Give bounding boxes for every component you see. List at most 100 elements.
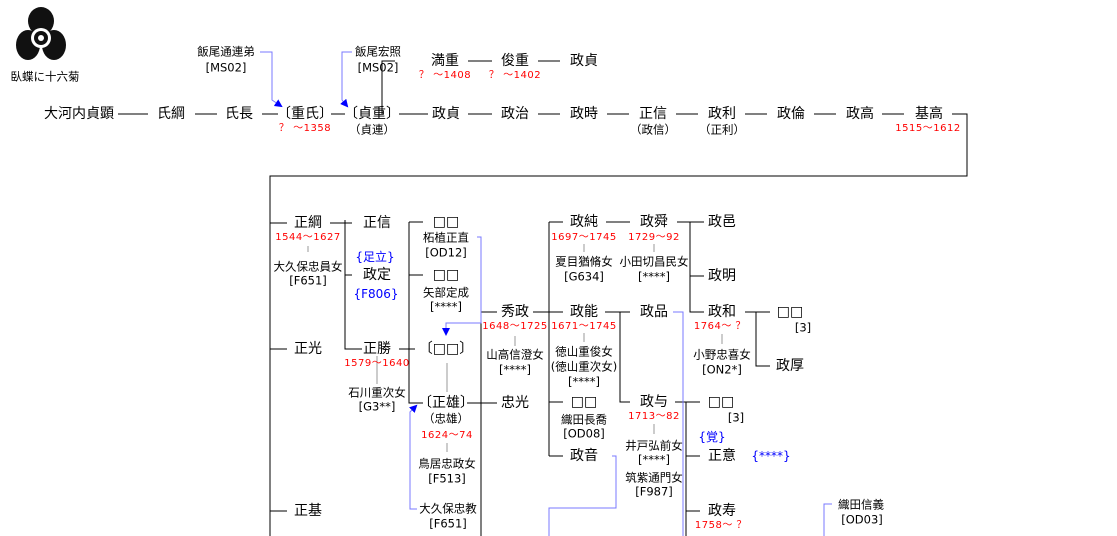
note: [3]: [727, 410, 745, 425]
person-name[interactable]: 正信: [363, 215, 391, 231]
spouse: 徳山重俊女: [555, 344, 613, 359]
person-name[interactable]: 秀政: [501, 304, 529, 320]
spouse: 小田切昌民女: [619, 254, 689, 269]
person-name[interactable]: 〔□□〕: [418, 341, 474, 357]
source-code: [****]: [638, 452, 670, 467]
life-dates: ？ ～1358: [278, 123, 332, 134]
person-name[interactable]: 政明: [708, 268, 736, 284]
person-name[interactable]: 政能: [570, 304, 598, 320]
adoption-note: 大久保忠教: [419, 501, 477, 516]
life-dates: ？ ～1402: [488, 70, 542, 81]
adoption-note: 飯尾通連弟: [197, 44, 255, 59]
source-code: [OD03]: [841, 512, 883, 527]
source-code: [F987]: [635, 484, 673, 499]
life-dates: 1624～74: [421, 430, 473, 441]
person-name[interactable]: 忠光: [501, 395, 529, 411]
life-dates: 1544～1627: [275, 232, 341, 243]
person-name[interactable]: 基高: [915, 106, 943, 122]
person-name[interactable]: 正勝: [363, 341, 391, 357]
source-code: [ON2*]: [702, 362, 742, 377]
adoption-note: 織田長喬: [561, 412, 607, 427]
life-dates: 1758～ ？: [694, 520, 748, 531]
source-code: [****]: [430, 299, 462, 314]
person-name[interactable]: 政和: [708, 304, 736, 320]
person-name[interactable]: 政舜: [640, 214, 668, 230]
life-dates: 1579～1640: [344, 358, 410, 369]
life-dates: 1729～92: [628, 232, 680, 243]
person-name[interactable]: 政利: [708, 106, 736, 122]
person-name[interactable]: 正意: [708, 448, 736, 464]
person-name[interactable]: 政邑: [708, 214, 736, 230]
source-code: [MS02]: [205, 60, 247, 75]
source-code: [F651]: [429, 516, 467, 531]
spouse: 夏目猶脩女: [555, 254, 613, 269]
person-name[interactable]: 正基: [294, 503, 322, 519]
source-code: [MS02]: [357, 60, 399, 75]
person-name[interactable]: 政時: [570, 106, 598, 122]
person-name[interactable]: □□: [432, 214, 460, 230]
person-name[interactable]: 政貞: [570, 53, 598, 69]
life-dates: 1671～1745: [551, 321, 617, 332]
person-name[interactable]: □□: [776, 304, 804, 320]
source-code: [****]: [638, 269, 670, 284]
adoption-note: 飯尾宏照: [355, 44, 401, 59]
person-name[interactable]: 政治: [501, 106, 529, 122]
person-name[interactable]: 氏綱: [157, 106, 185, 122]
life-dates: 1515～1612: [895, 123, 961, 134]
person-name[interactable]: 政純: [570, 214, 598, 230]
spouse: 山高信澄女: [486, 347, 544, 362]
person-name[interactable]: 政品: [640, 304, 668, 320]
person-name[interactable]: 政寿: [708, 503, 736, 519]
person-name[interactable]: 政貞: [432, 106, 460, 122]
life-dates: 1648～1725: [482, 321, 548, 332]
spouse: 井戸弘前女: [625, 438, 683, 453]
person-name[interactable]: 政高: [846, 106, 874, 122]
person-name[interactable]: 正光: [294, 341, 322, 357]
person-name[interactable]: 〔正雄〕: [418, 395, 474, 411]
origin-note: {覚}: [698, 430, 726, 444]
spouse: 大久保忠員女: [273, 259, 343, 274]
source-link[interactable]: {****}: [751, 449, 791, 463]
adoption-note: 矢部定成: [423, 285, 469, 300]
adoption-note: 織田信義: [838, 497, 884, 512]
person-name[interactable]: 〔貞重〕: [344, 106, 400, 122]
source-code: [OD12]: [425, 245, 467, 260]
person-name[interactable]: 氏長: [225, 106, 253, 122]
source-link[interactable]: {F806}: [353, 287, 399, 301]
person-name[interactable]: □□: [570, 394, 598, 410]
life-dates: ？ ～1408: [418, 70, 472, 81]
alias: （貞連）: [349, 122, 395, 137]
person-name[interactable]: 大河内貞顕: [44, 106, 114, 122]
source-code: [****]: [499, 362, 531, 377]
spouse: 筑紫通門女: [625, 470, 683, 485]
person-name[interactable]: 満重: [431, 53, 459, 69]
butterfly-chrysanthemum-crest-icon: [16, 7, 66, 60]
person-name[interactable]: 〔重氏〕: [277, 106, 333, 122]
spouse: 石川重次女: [348, 385, 406, 400]
spouse-alt: (徳山重次女): [550, 359, 618, 374]
source-code: [OD08]: [563, 426, 605, 441]
spouse: 小野忠喜女: [693, 347, 751, 362]
person-name[interactable]: 政倫: [777, 106, 805, 122]
origin-note: {足立}: [355, 250, 395, 264]
person-name[interactable]: 正信: [639, 106, 667, 122]
person-name[interactable]: 政音: [570, 448, 598, 464]
person-name[interactable]: 正綱: [294, 215, 322, 231]
person-name[interactable]: 俊重: [501, 53, 529, 69]
life-dates: 1713～82: [628, 411, 680, 422]
source-code: [F651]: [289, 273, 327, 288]
person-name[interactable]: 政定: [363, 267, 391, 283]
crest-label: 臥蝶に十六菊: [10, 69, 80, 84]
person-name[interactable]: □□: [707, 394, 735, 410]
person-name[interactable]: 政与: [640, 394, 668, 410]
person-name[interactable]: 政厚: [776, 358, 804, 374]
alias: （政信）: [630, 122, 676, 137]
alias: （忠雄）: [423, 411, 469, 426]
family-crest: [16, 5, 66, 63]
note: [3]: [794, 320, 812, 335]
life-dates: 1764～ ？: [693, 321, 747, 332]
source-code: [G3**]: [358, 399, 396, 414]
person-name[interactable]: □□: [432, 267, 460, 283]
